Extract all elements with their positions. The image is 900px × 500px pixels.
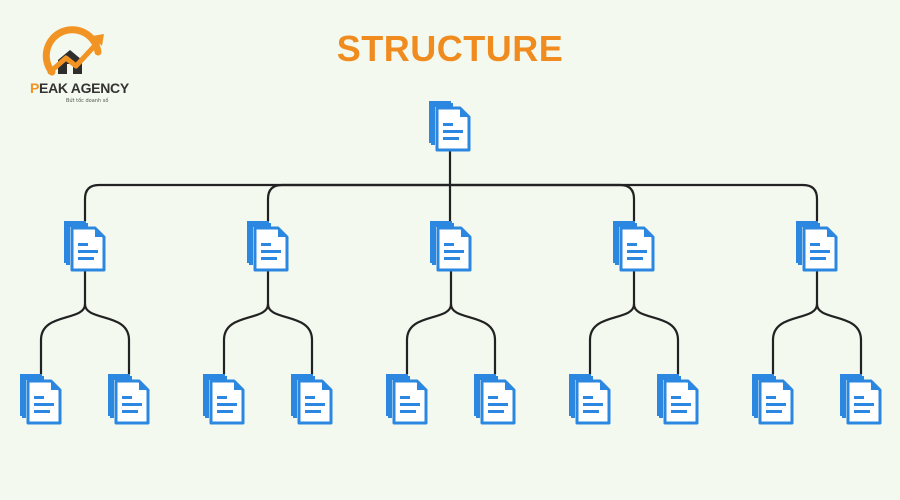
connector-level1-1 <box>83 183 452 223</box>
connector-leaf-3-2 <box>449 302 497 376</box>
connector-leaf-4-1 <box>588 302 636 376</box>
connector-lines <box>39 147 863 376</box>
level2-document-icon-4-1 <box>569 374 611 425</box>
logo-wordmark: PEAK AGENCY <box>30 80 129 96</box>
company-logo: PEAK AGENCY Bứt tốc doanh số <box>22 22 152 112</box>
connector-leaf-2-1 <box>222 302 270 376</box>
page-title: STRUCTURE <box>336 28 564 69</box>
connector-leaf-2-2 <box>266 302 314 376</box>
root-document-icon <box>429 101 471 152</box>
level1-document-icon-2 <box>247 221 289 272</box>
level2-document-icon-5-1 <box>752 374 794 425</box>
logo-wordmark-first: P <box>30 80 40 96</box>
connector-level1-5 <box>448 183 819 223</box>
logo-emblem-icon <box>42 26 104 76</box>
connector-leaf-1-2 <box>83 302 131 376</box>
level2-document-icon-5-2 <box>840 374 882 425</box>
connector-leaf-5-1 <box>771 302 819 376</box>
connector-level1-4 <box>448 183 636 223</box>
level2-document-icon-2-1 <box>203 374 245 425</box>
level2-document-icon-1-2 <box>108 374 150 425</box>
level2-document-icon-3-2 <box>474 374 516 425</box>
connector-leaf-3-1 <box>405 302 453 376</box>
level1-document-icon-1 <box>64 221 106 272</box>
connector-leaf-4-2 <box>632 302 680 376</box>
connector-leaf-5-2 <box>815 302 863 376</box>
level1-document-icon-5 <box>796 221 838 272</box>
level2-document-icon-3-1 <box>386 374 428 425</box>
logo-wordmark-rest: EAK AGENCY <box>39 80 129 96</box>
logo-tagline: Bứt tốc doanh số <box>66 98 109 104</box>
level2-document-icon-4-2 <box>657 374 699 425</box>
level1-document-icon-4 <box>613 221 655 272</box>
level2-document-icon-2-2 <box>291 374 333 425</box>
level2-document-icon-1-1 <box>20 374 62 425</box>
level1-document-icon-3 <box>430 221 472 272</box>
connector-level1-2 <box>266 183 452 223</box>
connector-leaf-1-1 <box>39 302 87 376</box>
